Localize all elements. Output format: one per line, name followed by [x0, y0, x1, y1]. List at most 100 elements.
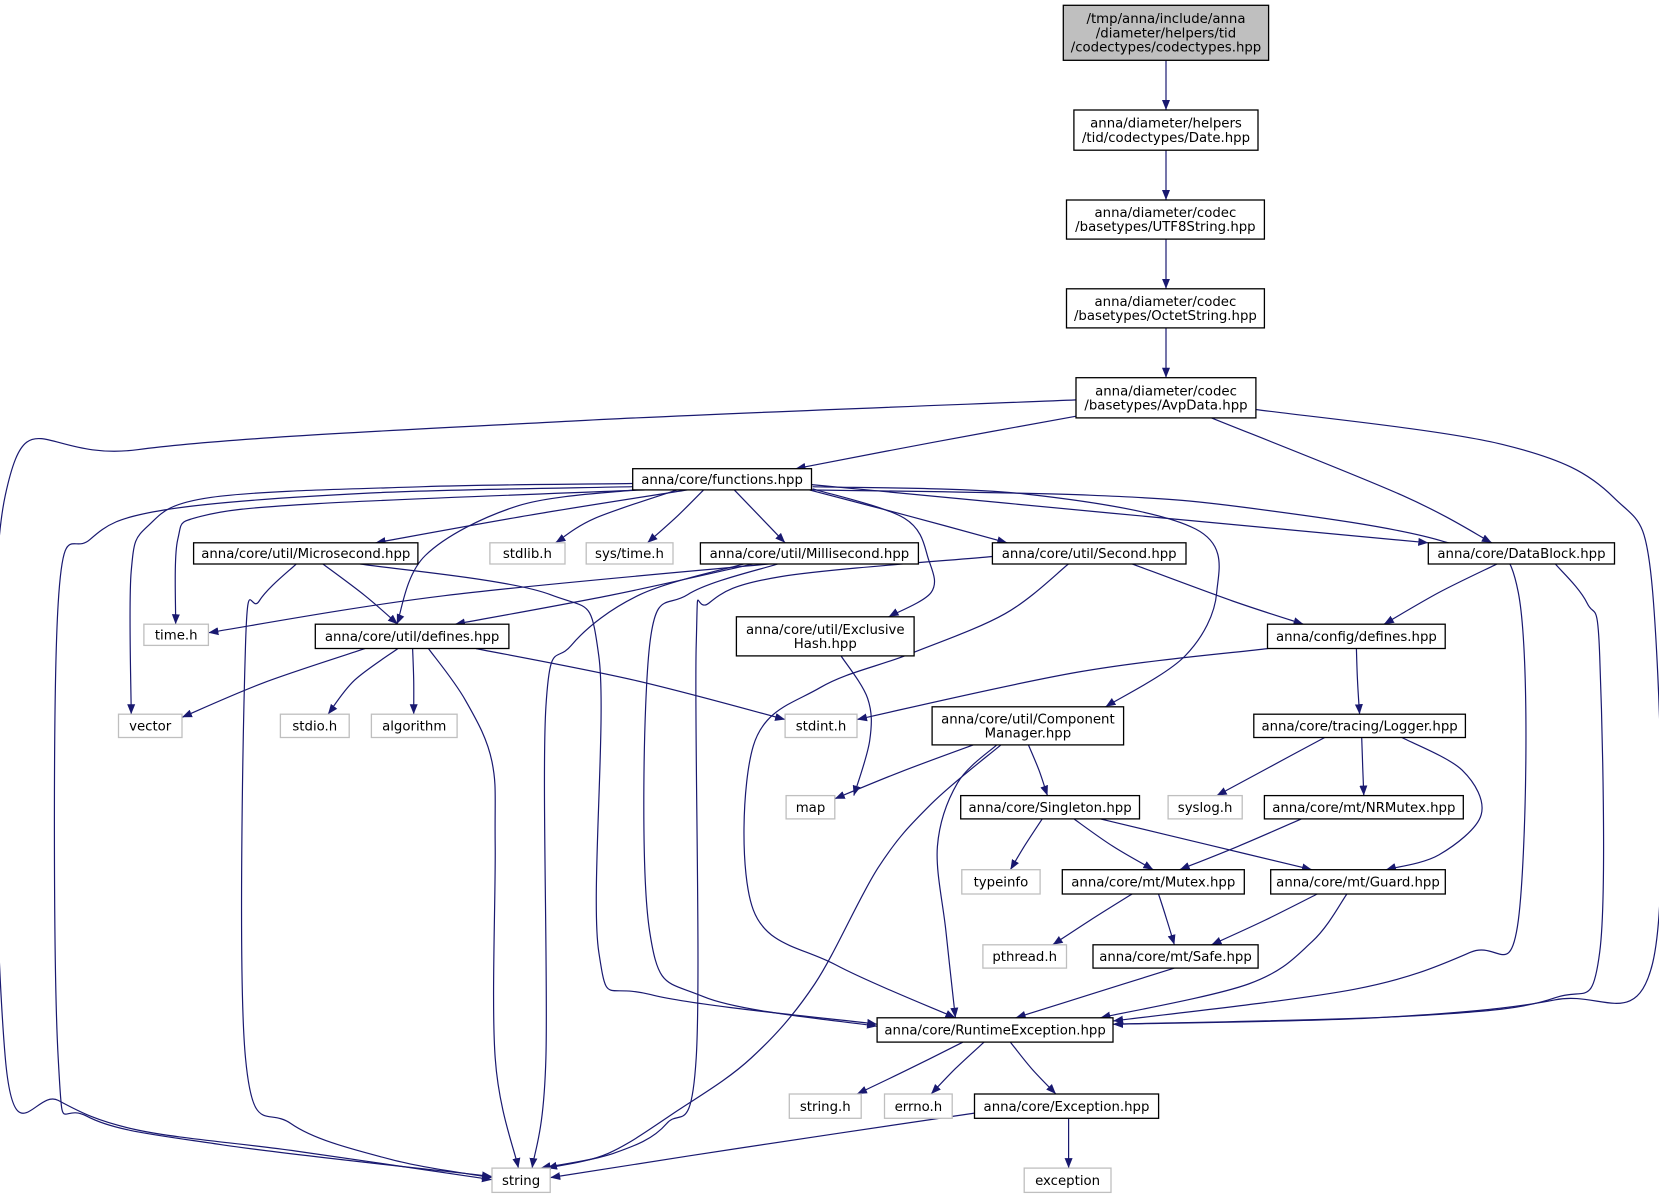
node-exception: exception — [1023, 1167, 1112, 1194]
edge-functions-milli — [733, 489, 786, 544]
node-label-exception_hpp: anna/core/Exception.hpp — [984, 1100, 1150, 1115]
node-label-algorithm: algorithm — [382, 719, 446, 734]
node-label-string: string — [502, 1174, 540, 1189]
node-label-octet: anna/diameter/codec — [1095, 295, 1237, 310]
node-label-stringh: string.h — [800, 1100, 851, 1115]
edge-singleton-guard — [1100, 818, 1313, 872]
node-label-root: /codectypes/codectypes.hpp — [1071, 41, 1262, 56]
node-label-typeinfo: typeinfo — [974, 876, 1029, 891]
node-label-milli: anna/core/util/Millisecond.hpp — [710, 547, 910, 562]
node-stringh: string.h — [788, 1093, 862, 1119]
edge-functions-rtexc — [811, 489, 1527, 1024]
node-box-exhash — [735, 616, 915, 657]
node-stdint: stdint.h — [784, 713, 858, 739]
edge-guard-rtexc — [1100, 893, 1348, 1020]
node-rtexc[interactable]: anna/core/RuntimeException.hpp — [876, 1017, 1114, 1043]
node-second[interactable]: anna/core/util/Second.hpp — [991, 542, 1187, 565]
node-nrmutex[interactable]: anna/core/mt/NRMutex.hpp — [1263, 794, 1464, 820]
node-utf8[interactable]: anna/diameter/codec/basetypes/UTF8String… — [1065, 199, 1266, 240]
node-milli[interactable]: anna/core/util/Millisecond.hpp — [699, 542, 920, 565]
edge-safe-rtexc — [1015, 967, 1175, 1019]
node-functions[interactable]: anna/core/functions.hpp — [632, 468, 813, 491]
node-octet[interactable]: anna/diameter/codec/basetypes/OctetStrin… — [1065, 288, 1266, 329]
edge-milli-udefines — [454, 563, 754, 627]
node-label-date: anna/diameter/helpers — [1090, 117, 1242, 132]
node-label-mutex: anna/core/mt/Mutex.hpp — [1071, 876, 1235, 891]
node-box-exception — [1023, 1167, 1112, 1194]
node-datablock[interactable]: anna/core/DataBlock.hpp — [1427, 542, 1616, 565]
edge-cdefines-stdint — [856, 648, 1268, 722]
node-box-typeinfo — [961, 869, 1041, 895]
node-box-stdio — [279, 713, 350, 739]
edge-udefines-vector — [181, 648, 366, 718]
edge-logger-nrmutex — [1359, 737, 1368, 796]
node-label-compmgr: Manager.hpp — [985, 727, 1072, 742]
edge-nrmutex-mutex — [1179, 818, 1302, 871]
node-root[interactable]: /tmp/anna/include/anna/diameter/helpers/… — [1062, 4, 1270, 61]
edge-exception_hpp-string — [550, 1112, 975, 1181]
edge-functions-stdlib — [555, 489, 678, 544]
node-box-map — [785, 794, 836, 820]
node-syslog: syslog.h — [1167, 794, 1243, 820]
edge-functions-vector — [127, 482, 633, 715]
node-label-logger: anna/core/tracing/Logger.hpp — [1261, 719, 1457, 734]
node-label-stdio: stdio.h — [292, 719, 337, 734]
edge-functions-timeh — [171, 489, 646, 625]
edge-datablock-rtexc — [1113, 563, 1605, 1028]
edge-datablock-cdefines — [1383, 563, 1498, 625]
edge-udefines-stdint — [475, 648, 786, 721]
edge-functions-systime — [647, 489, 705, 544]
edge-milli-timeh — [208, 563, 770, 636]
node-algorithm: algorithm — [370, 713, 458, 739]
node-mutex[interactable]: anna/core/mt/Mutex.hpp — [1061, 869, 1245, 895]
edge-micro-rtexc — [359, 563, 878, 1027]
node-singleton[interactable]: anna/core/Singleton.hpp — [960, 794, 1141, 820]
node-box-milli — [699, 542, 920, 565]
node-box-datablock — [1427, 542, 1616, 565]
node-vector: vector — [117, 713, 183, 739]
edge-guard-safe — [1211, 893, 1318, 946]
node-udefines[interactable]: anna/core/util/defines.hpp — [314, 623, 510, 650]
node-guard[interactable]: anna/core/mt/Guard.hpp — [1270, 869, 1446, 895]
edge-rtexc-errno — [930, 1041, 985, 1095]
node-safe[interactable]: anna/core/mt/Safe.hpp — [1092, 944, 1259, 969]
edge-second-string — [540, 555, 993, 1170]
node-label-root: /diameter/helpers/tid — [1096, 26, 1236, 41]
edge-rtexc-stringh — [856, 1041, 964, 1095]
node-exception_hpp[interactable]: anna/core/Exception.hpp — [973, 1093, 1160, 1119]
node-cdefines[interactable]: anna/config/defines.hpp — [1266, 623, 1446, 650]
edge-milli-rtexc — [643, 563, 878, 1029]
node-box-cdefines — [1266, 623, 1446, 650]
node-label-safe: anna/core/mt/Safe.hpp — [1099, 950, 1252, 965]
node-label-systime: sys/time.h — [595, 547, 664, 562]
node-box-compmgr — [931, 706, 1125, 746]
node-box-mutex — [1061, 869, 1245, 895]
edge-functions-exhash — [812, 488, 936, 618]
node-string: string — [491, 1167, 551, 1194]
node-label-root: /tmp/anna/include/anna — [1086, 12, 1245, 27]
node-label-date: /tid/codectypes/Date.hpp — [1082, 131, 1250, 146]
node-label-exhash: anna/core/util/Exclusive — [746, 623, 905, 638]
edge-micro-string — [240, 563, 493, 1180]
node-box-algorithm — [370, 713, 458, 739]
node-logger[interactable]: anna/core/tracing/Logger.hpp — [1253, 713, 1467, 739]
node-box-pthread — [982, 944, 1068, 969]
node-label-second: anna/core/util/Second.hpp — [1002, 547, 1177, 562]
node-box-rtexc — [876, 1017, 1114, 1043]
node-avp[interactable]: anna/diameter/codec/basetypes/AvpData.hp… — [1075, 377, 1257, 419]
edge-cdefines-logger — [1354, 648, 1363, 715]
node-label-map: map — [796, 801, 826, 816]
node-timeh: time.h — [143, 623, 210, 647]
node-box-vector — [117, 713, 183, 739]
node-date[interactable]: anna/diameter/helpers/tid/codectypes/Dat… — [1073, 109, 1259, 151]
edge-singleton-mutex — [1073, 818, 1154, 871]
edge-functions-second — [809, 489, 1008, 545]
edge-micro-udefines — [322, 563, 399, 625]
node-micro[interactable]: anna/core/util/Microsecond.hpp — [192, 542, 419, 565]
node-stdio: stdio.h — [279, 713, 350, 739]
node-label-guard: anna/core/mt/Guard.hpp — [1276, 876, 1440, 891]
edge-mutex-safe — [1157, 893, 1176, 945]
node-label-stdint: stdint.h — [796, 719, 847, 734]
